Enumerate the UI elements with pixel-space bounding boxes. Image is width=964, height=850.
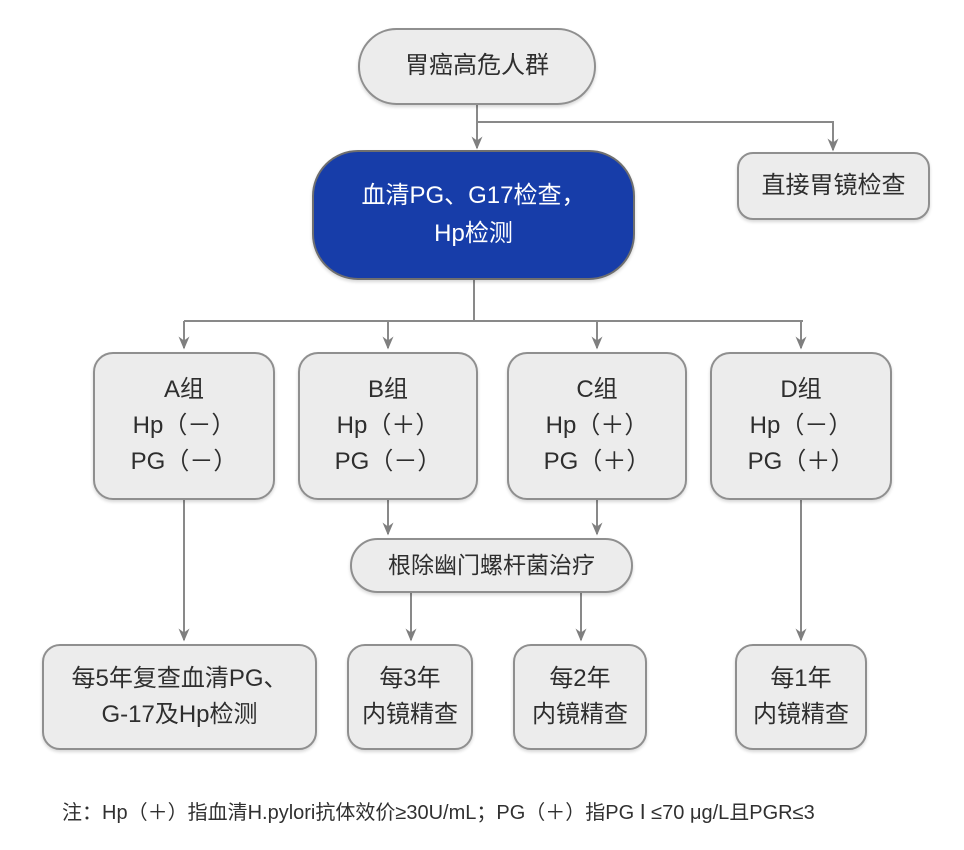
node-endoscopy-every-2-years: 每2年 内镜精查 — [513, 644, 647, 750]
node-label-line2: 内镜精查 — [532, 701, 628, 728]
node-label: 直接胃镜检查 — [761, 171, 906, 199]
node-group-b: B组 Hp（＋） PG（－） — [298, 352, 478, 500]
node-label: 胃癌高危人群 — [405, 52, 549, 80]
group-title: B组 — [367, 376, 408, 403]
node-label: 根除幽门螺杆菌治疗 — [388, 551, 595, 578]
node-group-a: A组 Hp（－） PG（－） — [93, 352, 275, 500]
group-pg-status: PG（－） — [334, 448, 442, 475]
connector-highrisk-to-direct — [477, 121, 839, 152]
group-pg-status: PG（＋） — [747, 448, 855, 475]
node-direct-gastroscopy: 直接胃镜检查 — [737, 152, 930, 220]
node-hp-eradication-treatment: 根除幽门螺杆菌治疗 — [350, 538, 633, 593]
node-label-line2: 内镜精查 — [753, 701, 849, 728]
node-endoscopy-every-3-years: 每3年 内镜精查 — [347, 644, 473, 750]
group-title: D组 — [780, 376, 822, 403]
group-pg-status: PG（－） — [130, 448, 238, 475]
group-hp-status: Hp（－） — [132, 412, 236, 439]
group-title: C组 — [576, 376, 618, 403]
node-recheck-every-5-years: 每5年复查血清PG、 G-17及Hp检测 — [42, 644, 317, 750]
node-group-d: D组 Hp（－） PG（＋） — [710, 352, 892, 500]
node-group-c: C组 Hp（＋） PG（＋） — [507, 352, 687, 500]
node-label-line2: 内镜精查 — [362, 701, 458, 728]
node-endoscopy-every-1-year: 每1年 内镜精查 — [735, 644, 867, 750]
node-high-risk-population: 胃癌高危人群 — [358, 28, 596, 105]
node-label-line1: 每5年复查血清PG、 — [71, 665, 288, 692]
node-label-line1: 每3年 — [379, 665, 441, 692]
node-label-line1: 每2年 — [549, 665, 611, 692]
node-serum-pg-g17-hp-test: 血清PG、G17检查， Hp检测 — [312, 150, 635, 280]
node-label-line2: Hp检测 — [434, 220, 513, 247]
node-label-line2: G-17及Hp检测 — [101, 701, 258, 728]
group-title: A组 — [163, 376, 204, 403]
node-label-line1: 血清PG、G17检查， — [361, 182, 586, 209]
group-hp-status: Hp（－） — [749, 412, 853, 439]
node-label-line1: 每1年 — [770, 665, 832, 692]
group-hp-status: Hp（＋） — [545, 412, 649, 439]
group-hp-status: Hp（＋） — [336, 412, 440, 439]
group-pg-status: PG（＋） — [543, 448, 651, 475]
footnote: 注：Hp（＋）指血清H.pylori抗体效价≥30U/mL；PG（＋）指PG Ⅰ… — [62, 802, 815, 824]
